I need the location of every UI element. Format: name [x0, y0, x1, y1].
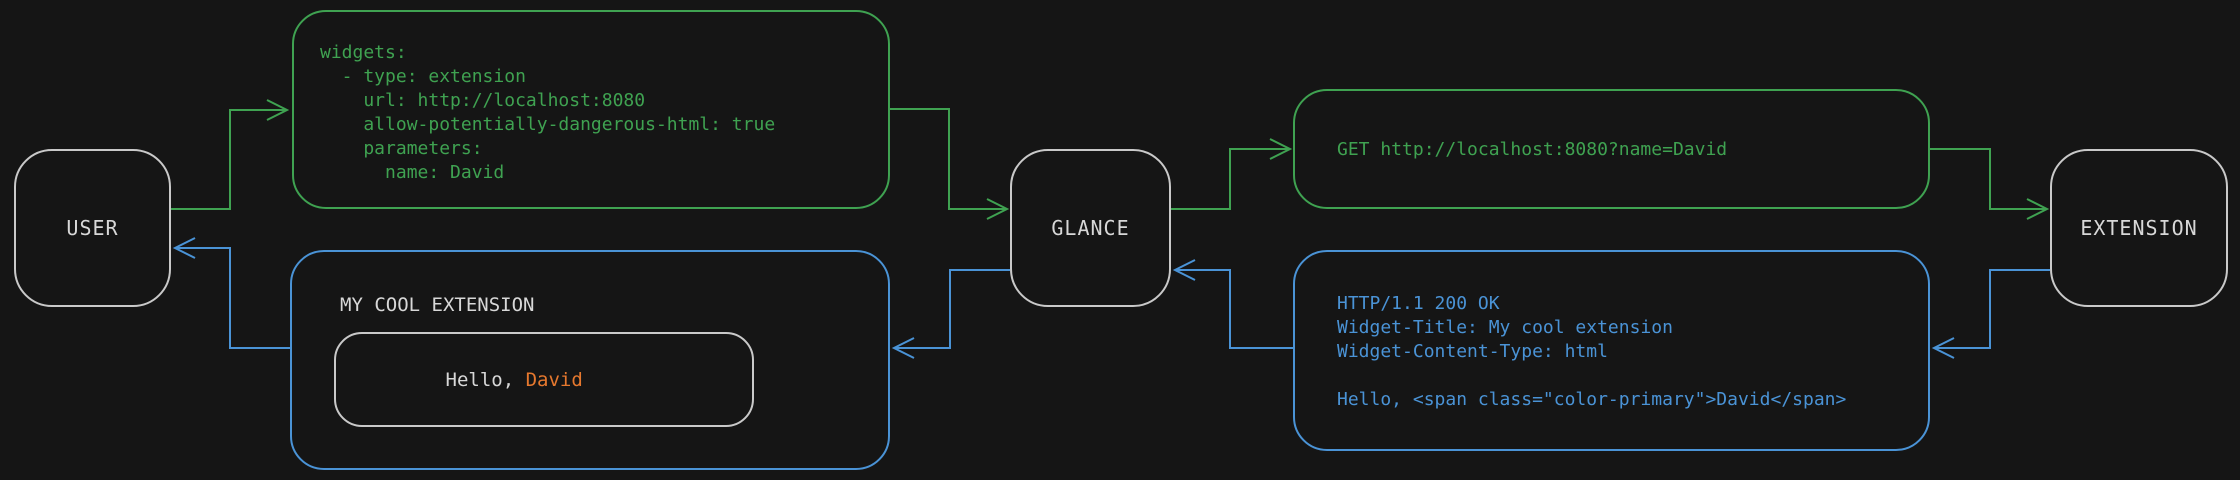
request-box: GET http://localhost:8080?name=David — [1293, 89, 1930, 209]
request-code: GET http://localhost:8080?name=David — [1337, 139, 1728, 160]
response-box: HTTP/1.1 200 OK Widget-Title: My cool ex… — [1293, 250, 1930, 451]
node-user: USER — [14, 149, 171, 307]
connector-extension-to-response — [1931, 269, 2050, 359]
greeting-prefix: Hello, — [445, 368, 526, 391]
greeting-name: David — [525, 368, 583, 391]
response-code: HTTP/1.1 200 OK Widget-Title: My cool ex… — [1337, 293, 1847, 410]
connector-response-to-glance — [1172, 259, 1293, 349]
connector-request-to-extension — [1930, 148, 2050, 220]
connector-glance-to-widget — [891, 269, 1010, 359]
connector-widget-to-user — [172, 237, 290, 349]
widget-greeting: Hello, David — [336, 347, 583, 413]
widget-content-frame: Hello, David — [334, 332, 754, 427]
node-extension-label: EXTENSION — [2080, 216, 2198, 240]
config-yaml-box: widgets: - type: extension url: http://l… — [292, 10, 890, 209]
node-extension: EXTENSION — [2050, 149, 2228, 307]
node-glance: GLANCE — [1010, 149, 1171, 307]
widget-title: MY COOL EXTENSION — [340, 294, 535, 316]
connector-glance-to-request — [1171, 138, 1293, 210]
node-glance-label: GLANCE — [1051, 216, 1130, 240]
node-user-label: USER — [66, 216, 119, 240]
config-yaml-code: widgets: - type: extension url: http://l… — [320, 42, 776, 183]
widget-preview-box: MY COOL EXTENSION Hello, David — [290, 250, 890, 470]
connector-user-to-config — [171, 99, 290, 210]
connector-config-to-glance — [890, 108, 1010, 220]
